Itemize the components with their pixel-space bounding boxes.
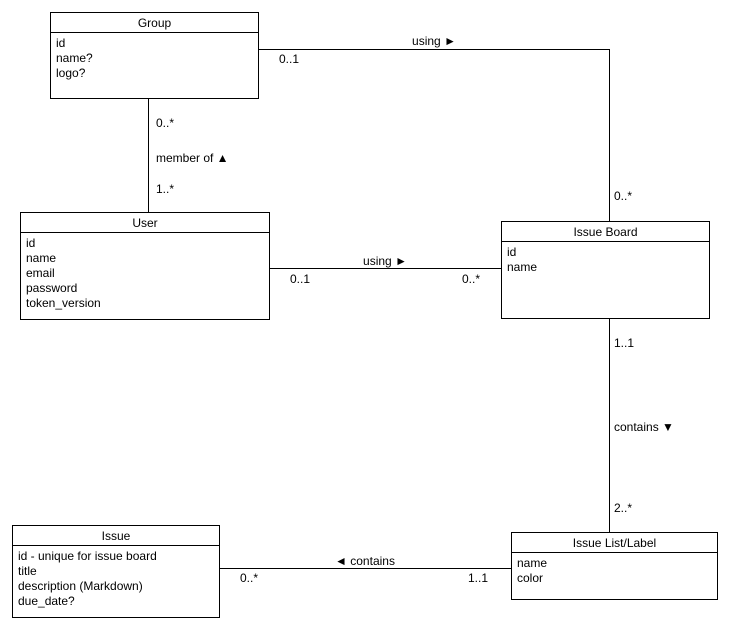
- attribute-row: title: [18, 564, 37, 578]
- attribute-row: description (Markdown): [18, 579, 143, 593]
- entity-issue[interactable]: Issue id - unique for issue board title …: [12, 525, 220, 618]
- attribute-row: id - unique for issue board: [18, 549, 157, 563]
- multiplicity-issue-side: 0..*: [240, 571, 259, 585]
- relationship-label-list-contains: ◄ contains: [335, 554, 395, 568]
- entity-issue-list-label-attributes: name color: [512, 553, 717, 589]
- attribute-row: password: [26, 281, 78, 295]
- attribute-row: name?: [56, 51, 93, 65]
- relationship-label-group-using-board: using ►: [412, 34, 456, 48]
- attribute-row: name: [26, 251, 57, 265]
- entity-issue-list-label-title: Issue List/Label: [512, 533, 717, 553]
- entity-issue-board-title: Issue Board: [502, 222, 709, 242]
- multiplicity-group-side: 0..*: [156, 116, 175, 130]
- entity-group[interactable]: Group id name? logo?: [50, 12, 259, 99]
- entity-issue-list-label[interactable]: Issue List/Label name color: [511, 532, 718, 600]
- attribute-row: id: [56, 36, 66, 50]
- attribute-row: token_version: [26, 296, 101, 310]
- entity-user[interactable]: User id name email password token_versio…: [20, 212, 270, 320]
- attribute-row: name: [507, 260, 538, 274]
- attribute-row: name: [517, 556, 548, 570]
- attribute-row: id: [26, 236, 36, 250]
- relationship-label-board-contains: contains ▼: [614, 420, 674, 434]
- entity-group-title: Group: [51, 13, 258, 33]
- multiplicity-board-side: 0..*: [462, 272, 481, 286]
- entity-group-attributes: id name? logo?: [51, 33, 258, 84]
- entity-issue-board[interactable]: Issue Board id name: [501, 221, 710, 319]
- multiplicity-group-side: 0..1: [279, 52, 300, 66]
- relationship-label-member-of: member of ▲: [156, 151, 229, 165]
- multiplicity-list-side: 2..*: [614, 501, 633, 515]
- entity-user-title: User: [21, 213, 269, 233]
- multiplicity-board-side: 1..1: [614, 336, 635, 350]
- entity-issue-board-attributes: id name: [502, 242, 709, 278]
- entity-issue-title: Issue: [13, 526, 219, 546]
- multiplicity-user-side: 1..*: [156, 182, 175, 196]
- multiplicity-user-side: 0..1: [290, 272, 311, 286]
- multiplicity-list-side: 1..1: [468, 571, 489, 585]
- attribute-row: color: [517, 571, 544, 585]
- attribute-row: logo?: [56, 66, 86, 80]
- attribute-row: due_date?: [18, 594, 75, 608]
- connector-group-issueboard: [259, 49, 610, 221]
- attribute-row: id: [507, 245, 517, 259]
- entity-issue-attributes: id - unique for issue board title descri…: [13, 546, 219, 612]
- relationship-label-user-using-board: using ►: [363, 254, 407, 268]
- entity-user-attributes: id name email password token_version: [21, 233, 269, 314]
- attribute-row: email: [26, 266, 55, 280]
- multiplicity-board-side: 0..*: [614, 189, 633, 203]
